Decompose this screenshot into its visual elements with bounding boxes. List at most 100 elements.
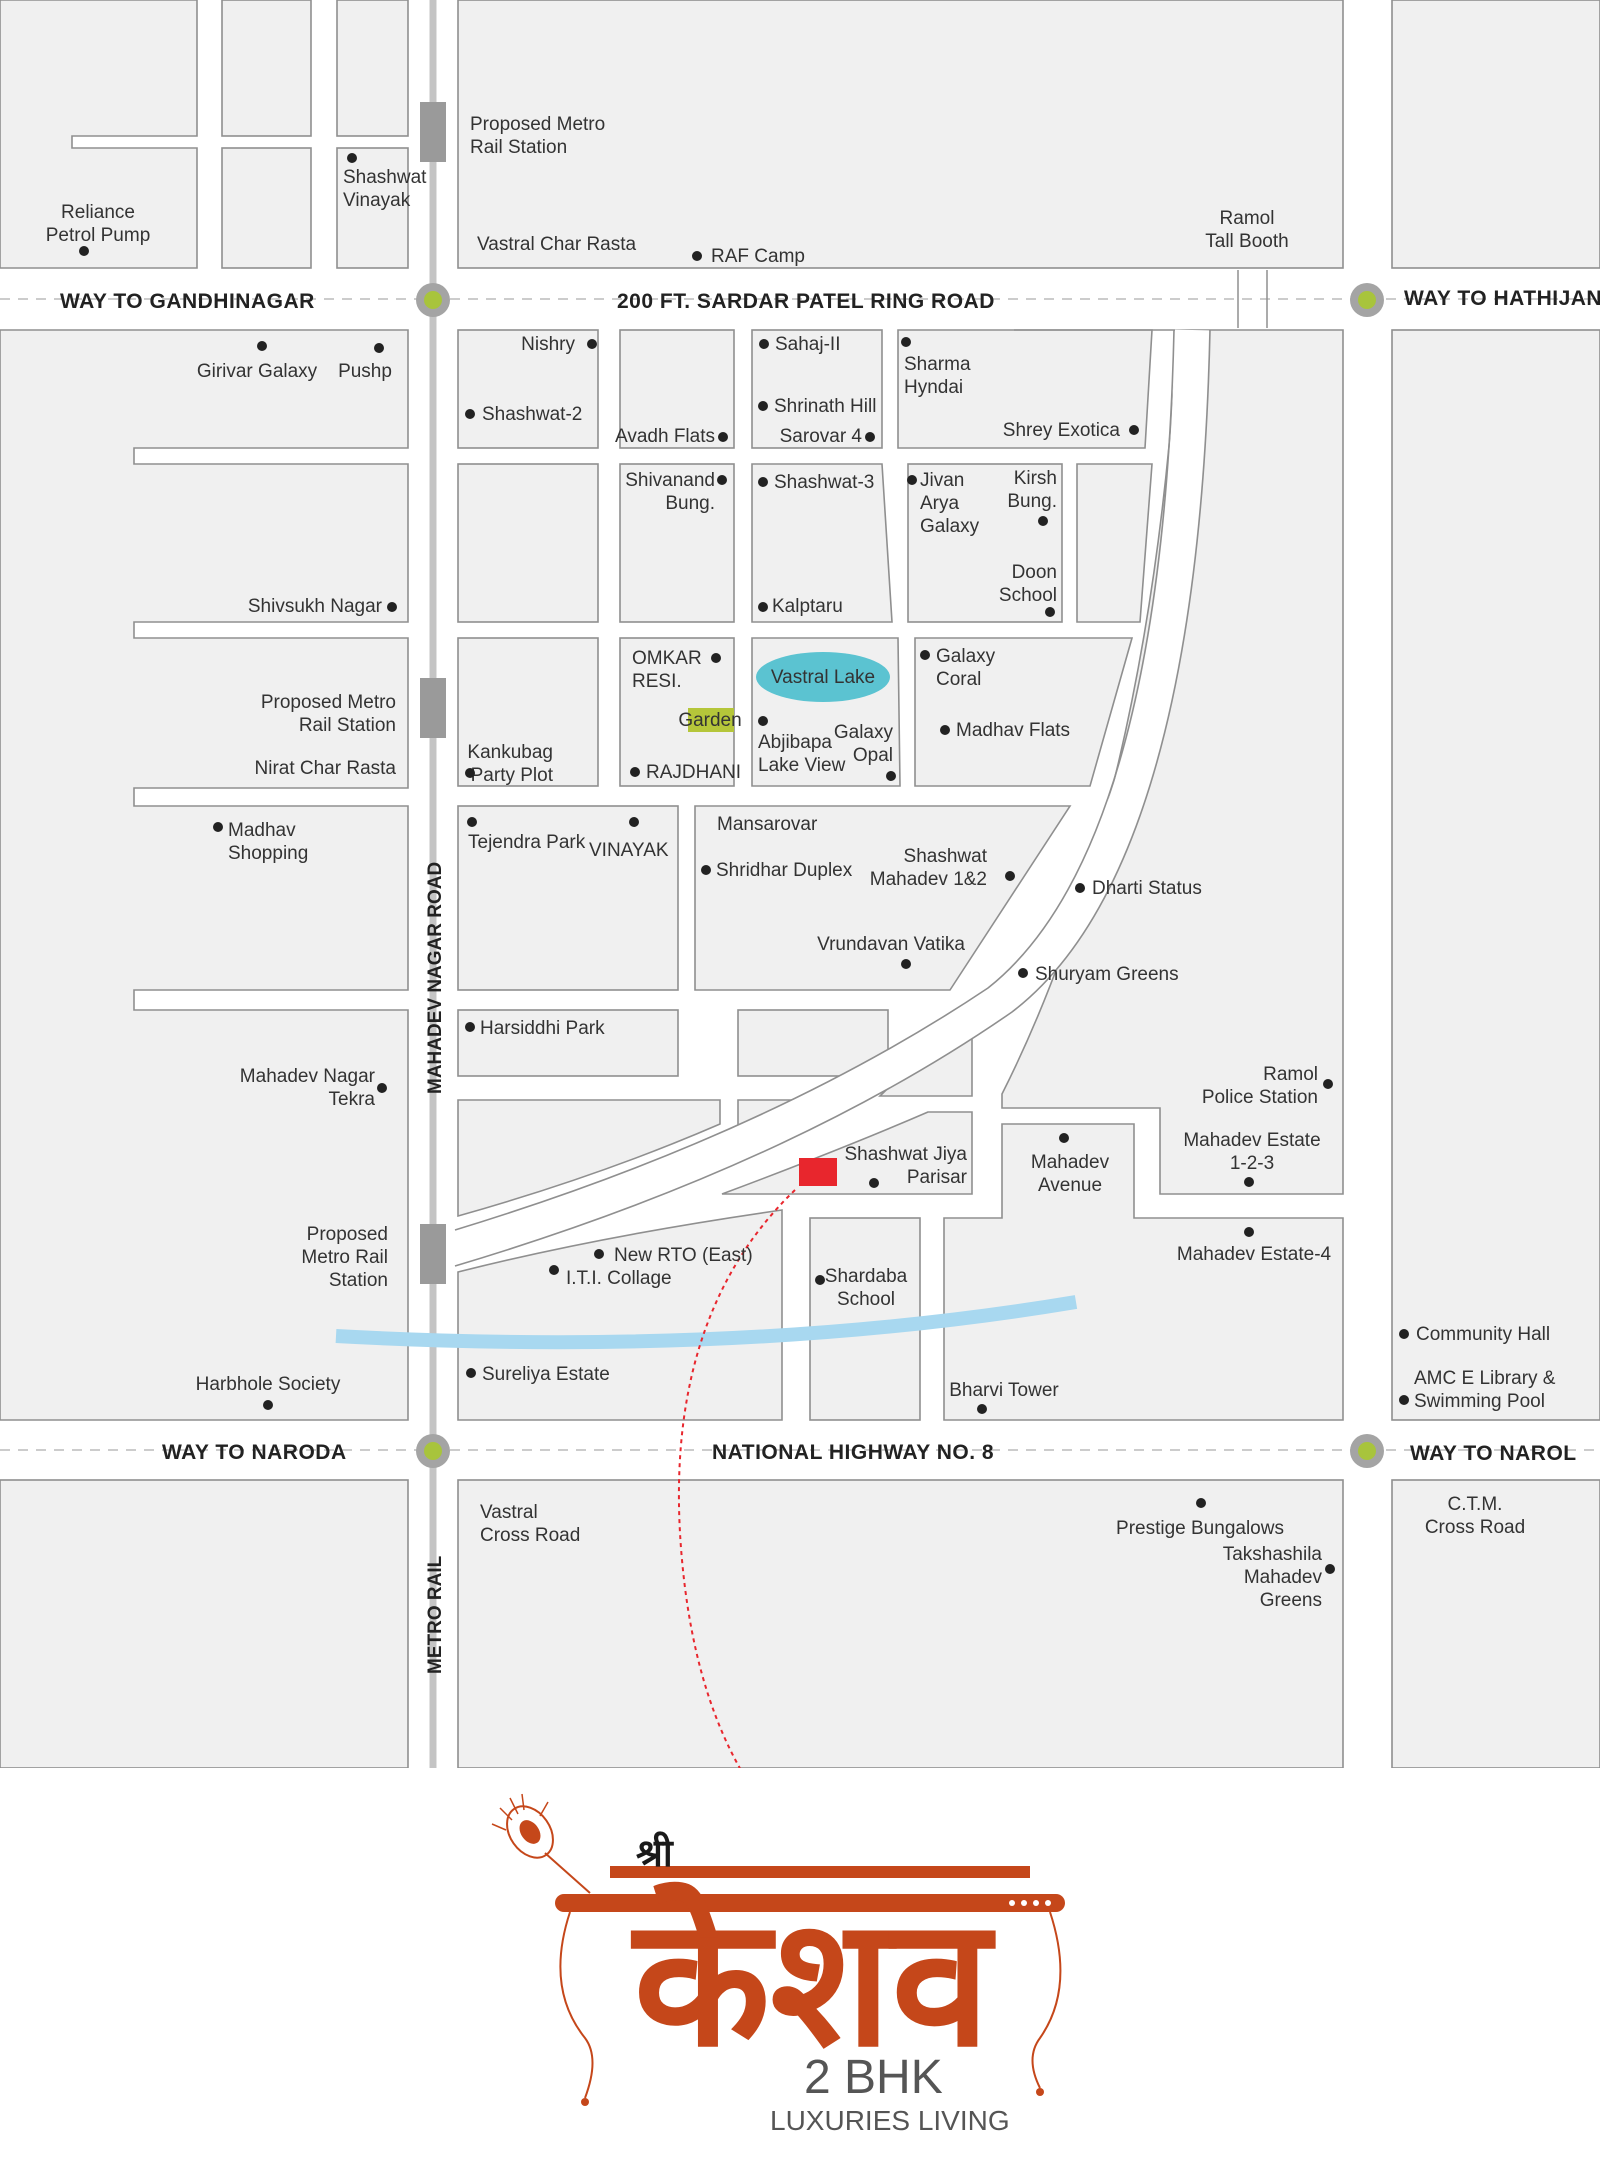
place-dot [629, 817, 639, 827]
place-label-line: Abjibapa [758, 732, 832, 753]
place-label-line: Ramol [1263, 1064, 1318, 1085]
place-dot [594, 1249, 604, 1259]
highway-label: NATIONAL HIGHWAY NO. 8 [712, 1441, 994, 1464]
vastral-lake-shape [756, 652, 890, 702]
place-label-line: Avadh Flats [615, 426, 715, 447]
place-dot [587, 339, 597, 349]
place-label-line: Shardaba [825, 1266, 908, 1287]
metro-station-marker [420, 678, 446, 738]
place-label-line: Proposed [307, 1224, 388, 1245]
place-label-line: Ramol [1220, 208, 1275, 229]
site-pointer-line [677, 1189, 796, 1768]
place-bharvi-tower: Bharvi Tower [949, 1380, 1059, 1414]
place-dot [758, 477, 768, 487]
place-label-line: Shashwat-3 [774, 472, 874, 493]
place-dot [758, 602, 768, 612]
place-label-line: Shrey Exotica [1003, 420, 1121, 441]
place-label-line: C.T.M. [1448, 1494, 1503, 1515]
place-label-line: Shopping [228, 843, 308, 864]
place-shrinath-hill: Shrinath Hill [758, 396, 876, 417]
place-dot [869, 1178, 879, 1188]
place-shivsukh-nagar: Shivsukh Nagar [248, 596, 397, 617]
way-hathijan-label: WAY TO HATHIJAN [1404, 287, 1600, 310]
place-label-line: Lake View [758, 755, 846, 776]
place-dot [213, 822, 223, 832]
place-dot [465, 768, 475, 778]
place-label-line: Tekra [329, 1089, 376, 1110]
place-nishry: Nishry [521, 334, 597, 355]
place-iti-collage: I.T.I. Collage [549, 1265, 672, 1289]
place-amc-library: AMC E Library &Swimming Pool [1399, 1368, 1556, 1412]
place-mansarovar: Mansarovar [717, 814, 818, 835]
place-shashwat-2: Shashwat-2 [465, 404, 582, 425]
place-dot [865, 432, 875, 442]
place-label-line: Galaxy [936, 646, 996, 667]
place-label-line: Rail Station [470, 137, 567, 158]
metro-station-marker [420, 102, 446, 162]
place-dot [257, 341, 267, 351]
place-shashwat-3: Shashwat-3 [758, 472, 874, 493]
place-shridhar-duplex: Shridhar Duplex [701, 860, 853, 881]
place-dot [465, 1022, 475, 1032]
logo-shree: श्री [636, 1831, 674, 1875]
place-label-line: Harsiddhi Park [480, 1018, 605, 1039]
place-label-line: Sahaj-II [775, 334, 840, 355]
place-label-line: Garden [678, 710, 741, 731]
place-label-line: School [837, 1289, 895, 1310]
place-label-line: Sarovar 4 [780, 426, 863, 447]
place-label-line: Galaxy [920, 516, 980, 537]
place-label-line: Party Plot [471, 765, 554, 786]
place-label-line: 1-2-3 [1230, 1153, 1274, 1174]
place-label-line: Pushp [338, 361, 392, 382]
place-label-line: Bung. [1007, 491, 1057, 512]
way-naroda-label: WAY TO NARODA [162, 1441, 347, 1464]
place-dot [758, 401, 768, 411]
place-label-line: School [999, 585, 1057, 606]
place-new-rto-east: New RTO (East) [594, 1245, 753, 1266]
place-label-line: Shrinath Hill [774, 396, 876, 417]
place-label-line: Parisar [907, 1167, 968, 1188]
place-rajdhani: RAJDHANI [630, 762, 741, 783]
place-label-line: RAF Camp [711, 246, 805, 267]
place-label-line: Nishry [521, 334, 575, 355]
place-vastral-char-rasta: Vastral Char Rasta [477, 234, 637, 255]
place-label-line: Mahadev Estate [1183, 1130, 1320, 1151]
place-dot [718, 432, 728, 442]
place-label-line: Sureliya Estate [482, 1364, 610, 1385]
place-dot [977, 1404, 987, 1414]
logo-config: 2 BHK [804, 2051, 943, 2104]
place-dot [1325, 1564, 1335, 1574]
place-label-line: Mahadev 1&2 [870, 869, 987, 890]
place-dharti-status: Dharti Status [1075, 878, 1202, 899]
place-dot [549, 1265, 559, 1275]
flute-icon [555, 1894, 1065, 2106]
toll-booth-lines [1237, 270, 1268, 328]
place-dot [886, 771, 896, 781]
place-label-line: Mahadev Nagar [240, 1066, 376, 1087]
place-dot [467, 817, 477, 827]
place-dot [466, 1368, 476, 1378]
place-label-line: New RTO (East) [614, 1245, 753, 1266]
place-dot [377, 1083, 387, 1093]
place-label-line: Cross Road [1425, 1517, 1525, 1538]
place-nirat-char-rasta: Nirat Char Rasta [255, 758, 397, 779]
place-label-line: Shashwat Jiya [844, 1144, 967, 1165]
place-kalptaru: Kalptaru [758, 596, 843, 617]
place-dot [387, 602, 397, 612]
logo-tagline: LUXURIES LIVING [770, 2105, 1010, 2136]
place-dot [1244, 1227, 1254, 1237]
place-label-line: Hyndai [904, 377, 963, 398]
peacock-feather-icon [491, 1793, 591, 1894]
